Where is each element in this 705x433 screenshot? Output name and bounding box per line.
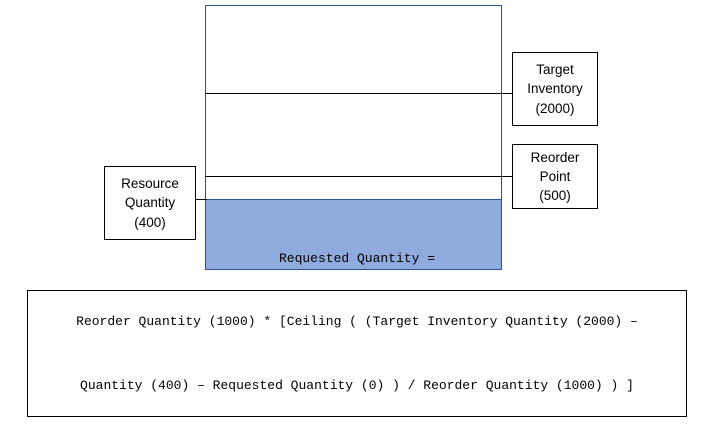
callout-resource-quantity-line-1: Resource bbox=[121, 176, 179, 192]
target-inventory-level-line bbox=[205, 93, 514, 94]
callout-target-inventory-line-3: (2000) bbox=[535, 100, 575, 116]
callout-reorder-point-line-2: Point bbox=[539, 168, 571, 184]
formula-text: Requested Quantity = Reorder Quantity (1… bbox=[76, 206, 638, 433]
formula-panel: Requested Quantity = Reorder Quantity (1… bbox=[27, 251, 687, 417]
callout-target-inventory-line-1: Target bbox=[536, 62, 574, 78]
resource-quantity-fill bbox=[205, 199, 502, 270]
callout-resource-quantity: Resource Quantity (400) bbox=[104, 166, 196, 240]
callout-reorder-point: Reorder Point (500) bbox=[512, 144, 598, 209]
callout-reorder-point-line-1: Reorder bbox=[530, 149, 580, 165]
formula-line-2: Reorder Quantity (1000) * [Ceiling ( (Ta… bbox=[76, 314, 638, 330]
callout-reorder-point-line-3: (500) bbox=[539, 188, 571, 204]
callout-resource-quantity-line-3: (400) bbox=[134, 214, 166, 230]
formula-line-1: Requested Quantity = bbox=[278, 251, 435, 267]
resource-quantity-connector-line bbox=[195, 199, 207, 200]
reorder-point-level-line bbox=[205, 176, 514, 177]
callout-target-inventory: Target Inventory (2000) bbox=[512, 52, 598, 126]
callout-target-inventory-line-2: Inventory bbox=[527, 81, 583, 97]
formula-line-3: Quantity (400) – Requested Quantity (0) … bbox=[80, 377, 634, 393]
callout-resource-quantity-line-2: Quantity bbox=[124, 195, 176, 211]
